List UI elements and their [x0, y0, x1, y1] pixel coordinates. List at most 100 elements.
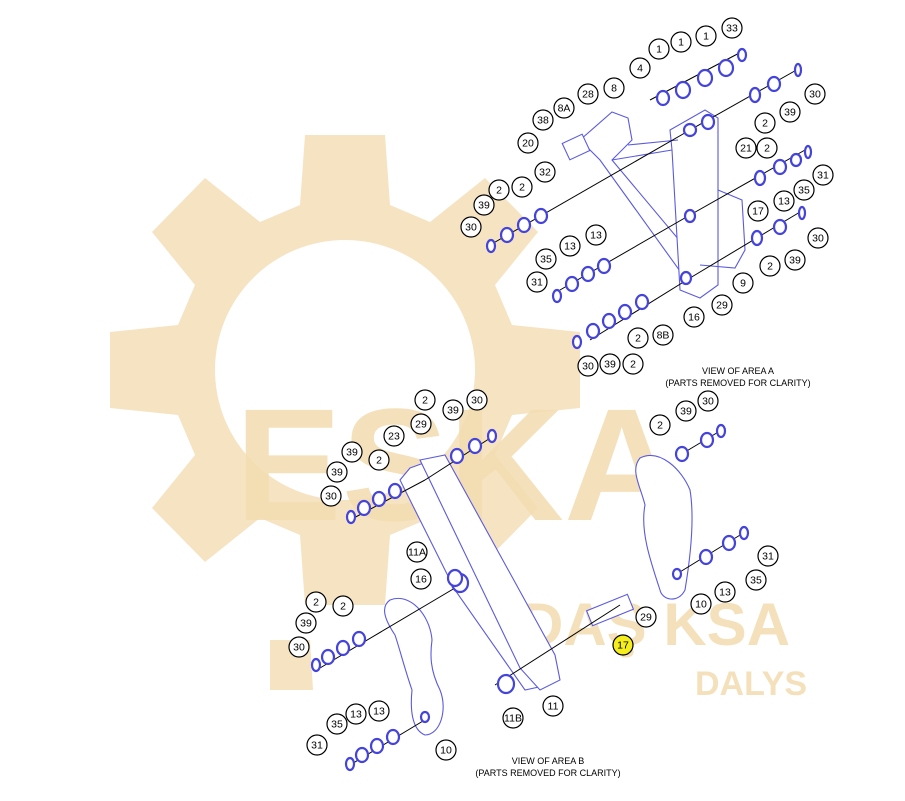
callout-circle: [288, 636, 310, 658]
callout-38: 38: [532, 109, 554, 131]
boom-arm-b-side: [419, 454, 561, 691]
callout-31: 31: [526, 271, 548, 293]
callout-2: 2: [627, 327, 649, 349]
callout-30: 30: [804, 83, 826, 105]
callout-circle: [812, 164, 834, 186]
callout-label: 33: [726, 23, 738, 35]
callout-30: 30: [460, 216, 482, 238]
callout-31: 31: [306, 734, 328, 756]
callout-circle: [732, 272, 754, 294]
callout-circle: [648, 38, 670, 60]
callout-32: 32: [534, 161, 556, 183]
callout-label: 8B: [657, 330, 670, 342]
callout-label: 30: [582, 361, 594, 373]
callout-label: 16: [688, 312, 700, 324]
callout-circle: [410, 413, 432, 435]
callout-circle: [511, 176, 533, 198]
callout-circle: [757, 545, 779, 567]
callout-label: 10: [695, 599, 707, 611]
callout-circle: [542, 695, 564, 717]
callout-label: 20: [522, 138, 534, 150]
callout-label: 2: [496, 185, 502, 197]
area-a-rings: [485, 47, 813, 350]
callout-2: 2: [511, 176, 533, 198]
callout-circle: [332, 595, 354, 617]
callout-circle: [747, 200, 769, 222]
callout-circle: [697, 390, 719, 412]
callout-13: 13: [773, 190, 795, 212]
area-b-rings: [310, 423, 750, 772]
callout-circle: [526, 271, 548, 293]
callout-label: 10: [440, 745, 452, 757]
callout-circle: [675, 400, 697, 422]
callout-label: 2: [762, 118, 768, 130]
callout-label: 4: [637, 63, 643, 75]
callout-11: 11: [542, 695, 564, 717]
callout-label: 8: [611, 83, 617, 95]
plate-10-left: [384, 597, 444, 736]
callout-circle: [502, 707, 524, 729]
pin-17: [585, 593, 635, 627]
watermark-sub: DAŞ KSA: [520, 591, 790, 658]
callout-28: 28: [577, 83, 599, 105]
callout-2: 2: [368, 449, 390, 471]
callout-circle: [759, 255, 781, 277]
callout-circle: [466, 389, 488, 411]
callout-39: 39: [341, 441, 363, 463]
callout-circle: [559, 235, 581, 257]
plate-10-right: [635, 455, 693, 600]
callout-circle: [599, 353, 621, 375]
callout-label: 39: [447, 405, 459, 417]
callout-label: 39: [784, 107, 796, 119]
callout-10: 10: [435, 739, 457, 761]
callout-label: 39: [331, 467, 343, 479]
callout-label: 23: [388, 431, 400, 443]
callout-label: 29: [415, 419, 427, 431]
callout-circle: [517, 132, 539, 154]
callout-label: 21: [740, 143, 752, 155]
callout-2: 2: [622, 353, 644, 375]
callout-17: 17: [747, 200, 769, 222]
callout-2: 2: [332, 595, 354, 617]
callout-1: 1: [670, 31, 692, 53]
callout-8: 8: [603, 77, 625, 99]
callout-2: 2: [649, 414, 671, 436]
callout-label: 39: [680, 406, 692, 418]
caption-area-b: VIEW OF AREA B (PARTS REMOVED FOR CLARIT…: [475, 756, 620, 778]
callout-circle: [326, 461, 348, 483]
callout-circle: [773, 190, 795, 212]
callout-4: 4: [629, 57, 651, 79]
callout-circle: [553, 97, 575, 119]
callout-13: 13: [585, 224, 607, 246]
callout-2: 2: [305, 591, 327, 613]
callout-35: 35: [535, 248, 557, 270]
callout-circle: [683, 306, 705, 328]
callout-label: 13: [590, 230, 602, 242]
callout-circle: [532, 109, 554, 131]
callout-circle: [649, 414, 671, 436]
callout-33: 33: [721, 17, 743, 39]
callout-2: 2: [754, 112, 776, 134]
callout-39: 39: [473, 194, 495, 216]
callout-circle: [807, 227, 829, 249]
callout-circle: [368, 700, 390, 722]
callout-13: 13: [714, 581, 736, 603]
callout-39: 39: [442, 399, 464, 421]
callout-circle: [577, 83, 599, 105]
callout-label: 1: [678, 37, 684, 49]
callout-label: 31: [762, 551, 774, 563]
callout-circle: [345, 703, 367, 725]
callout-label: 39: [604, 359, 616, 371]
callout-30: 30: [320, 485, 342, 507]
callout-circle: [473, 194, 495, 216]
callout-label: 30: [293, 642, 305, 654]
callout-circle: [627, 327, 649, 349]
callout-39: 39: [784, 249, 806, 271]
callout-11A: 11A: [406, 541, 428, 563]
callout-label: 1: [703, 31, 709, 43]
callout-circle: [756, 137, 778, 159]
callout-30: 30: [697, 390, 719, 412]
callout-label: 28: [582, 89, 594, 101]
